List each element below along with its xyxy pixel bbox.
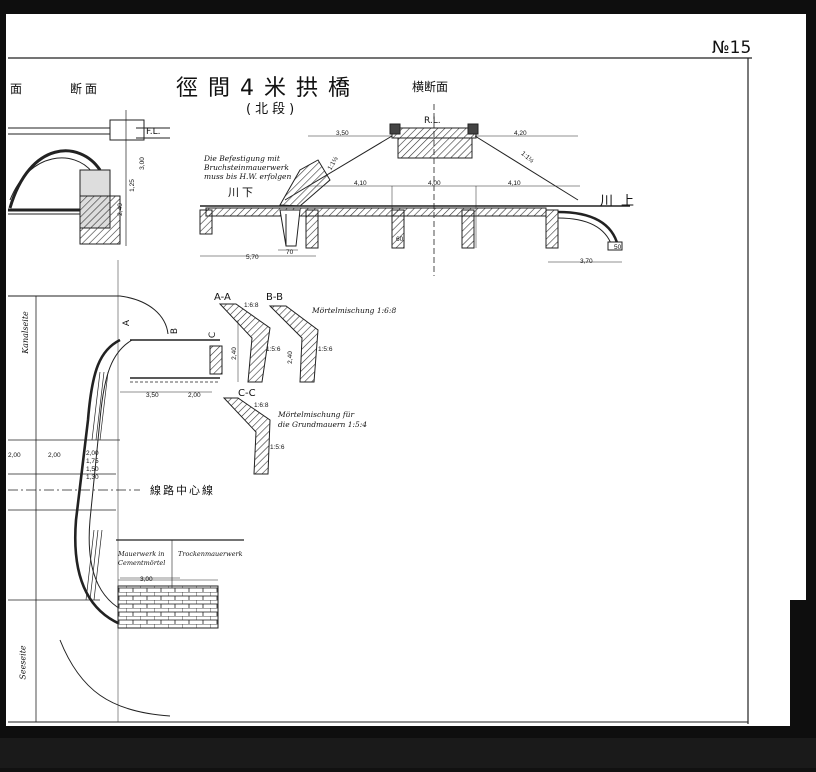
fl-marker: F.L.: [146, 127, 161, 137]
dim-50: 50: [614, 244, 622, 251]
dim-2-00-plan: 2,00: [188, 392, 201, 399]
cut-a-label: A: [122, 319, 133, 327]
section-aa-label: A-A: [214, 292, 231, 303]
dim-1-25: 1,25: [128, 179, 136, 192]
dim-60: 60: [396, 236, 404, 243]
cross-section-drawing: [199, 104, 630, 276]
rl-marker: R.L.: [424, 116, 441, 126]
cut-c-label: C: [208, 331, 219, 339]
dim-5-70: 5,70: [246, 254, 259, 261]
befestigung-note-line1: Die Befestigung mit: [204, 154, 280, 163]
dim-3-50-plan: 3,50: [146, 392, 159, 399]
dim-2-00-left: 2,00: [8, 452, 21, 459]
mortar-mix-2-line1: Mörtelmischung für: [278, 410, 355, 419]
ratio-cc-side: 1:5:6: [270, 444, 285, 451]
dim-1-75: 1,75: [86, 458, 99, 465]
dim-4-10-left: 4,10: [354, 180, 367, 187]
longitudinal-section-heading: 断面: [70, 82, 101, 96]
dim-4-10-right: 4,10: [508, 180, 521, 187]
dim-3-00-left-section: 3,00: [138, 157, 146, 170]
dim-1-30: 1,30: [86, 474, 99, 481]
left-fragment-heading: 面: [10, 82, 23, 96]
cross-section-heading: 横断面: [412, 80, 449, 94]
section-aa-drawing: [218, 303, 271, 383]
left-arch-section: [8, 110, 170, 246]
dim-3-00-plan: 3,00: [140, 576, 153, 583]
dim-4-00: 4,00: [428, 180, 441, 187]
downstream-label: 川下: [228, 186, 256, 199]
ratio-aa-top: 1:6:8: [244, 302, 259, 309]
mortar-mix-1: Mörtelmischung 1:6:8: [312, 306, 397, 315]
dark-corner: [790, 600, 816, 730]
section-cc-drawing: [222, 397, 271, 475]
section-bb-drawing: [268, 305, 319, 383]
befestigung-note-line2: Bruchsteinmauerwerk: [204, 163, 289, 172]
section-bb-label: B-B: [266, 292, 283, 303]
dim-2-00-wall: 2,00: [86, 450, 99, 457]
dim-3-70: 3,70: [580, 258, 593, 265]
cut-b-label: B: [170, 327, 181, 335]
dim-2-40-aa: 2,40: [230, 347, 238, 360]
drawing-title: 徑間4米拱橋: [176, 76, 360, 101]
masonry-cement-line2: Cementmörtel: [118, 559, 166, 567]
ratio-aa-side: 1:5:6: [266, 346, 281, 353]
plan-view-drawing: [8, 260, 244, 722]
dim-2-40-bb: 2,40: [286, 351, 294, 364]
dim-3-50: 3,50: [336, 130, 349, 137]
ratio-bb-side: 1:5:6: [318, 346, 333, 353]
seeseite-label: Seeseite: [18, 645, 28, 680]
kanalseite-label: Kanalseite: [20, 311, 30, 354]
sheet-number: №15: [712, 38, 752, 58]
section-cc-label: C-C: [238, 388, 256, 399]
drawing-subtitle: (北段): [246, 102, 299, 117]
centerline-label: 線路中心線: [150, 484, 215, 497]
upstream-label: 川上: [600, 194, 643, 209]
dim-70: 70: [286, 249, 294, 256]
masonry-dry-label: Trockenmauerwerk: [178, 550, 243, 558]
dim-2-00-mid: 2,00: [48, 452, 61, 459]
ratio-cc-top: 1:6:8: [254, 402, 269, 409]
bottom-strip: [0, 738, 816, 768]
dim-4-20: 4,20: [514, 130, 527, 137]
mortar-mix-2-line2: die Grundmauern 1:5:4: [278, 420, 368, 429]
masonry-cement-line1: Mauerwerk in: [118, 550, 165, 558]
dim-1-50: 1,50: [86, 466, 99, 473]
befestigung-note-line3: muss bis H.W. erfolgen: [204, 172, 292, 181]
dim-2-40-left-section: 2,40: [116, 203, 124, 216]
